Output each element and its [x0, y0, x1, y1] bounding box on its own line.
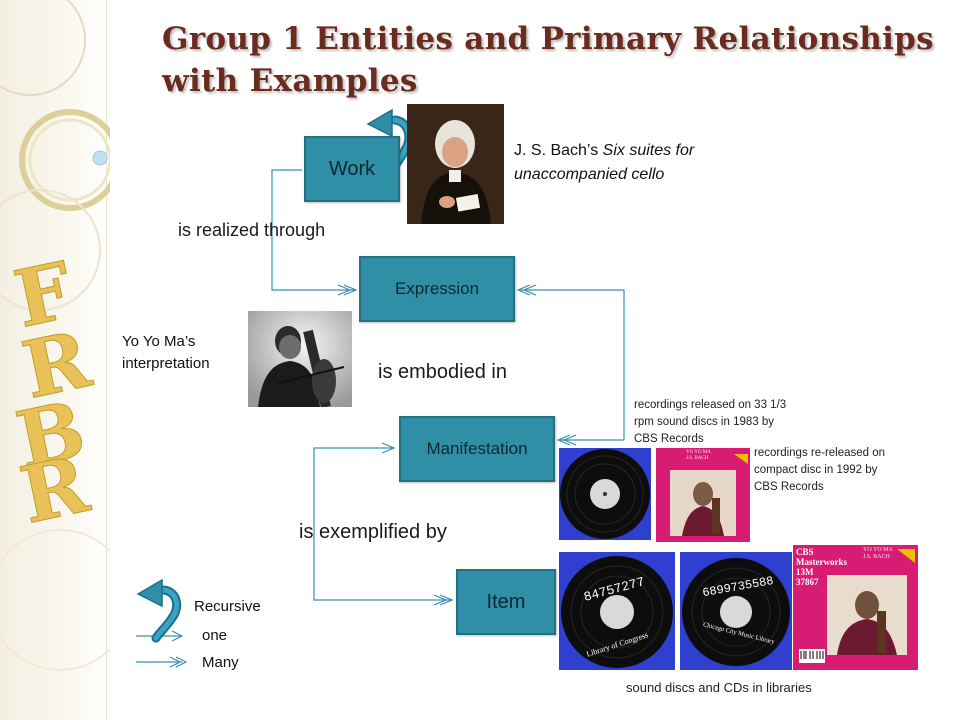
yoyoma-photo: [248, 311, 352, 407]
lp-caption-line2: rpm sound discs in 1983 by: [634, 416, 774, 428]
entity-manifestation: Manifestation: [399, 416, 555, 482]
items-caption: sound discs and CDs in libraries: [626, 680, 812, 695]
cd-label-line3: 13M: [796, 567, 814, 577]
relationship-realized-label: is realized through: [178, 220, 326, 240]
manifestation-item-line: [313, 447, 452, 601]
relationship-exemplified-label: is exemplified by: [299, 521, 447, 543]
page-title: Group 1 Entities and Primary Relationshi…: [162, 21, 934, 99]
entity-expression-label: Expression: [394, 279, 480, 298]
item-cd-small-title: YO YO MA J.S. BACH: [863, 547, 893, 561]
entity-expression: Expression: [359, 256, 515, 322]
entity-work: Work: [304, 136, 400, 202]
cd-caption-line1: recordings re-released on: [754, 447, 886, 459]
cd-label-line2: Masterworks: [796, 557, 847, 567]
cd-cover-image: YO YO MA J.S. BACH: [656, 448, 750, 542]
cd-caption-line3: CBS Records: [754, 481, 824, 493]
relationship-embodied-label: is embodied in: [378, 361, 507, 383]
sidebar-swirls: [0, 0, 110, 671]
lp-caption-line1: recordings released on 33 1/3: [634, 399, 787, 411]
item-disc-chicago: 6899735588 Chicago City Music Library: [680, 552, 792, 670]
manifestation-lp-caption: recordings released on 33 1/3 rpm sound …: [634, 397, 786, 448]
item-cd-label-text: CBS Masterworks 13M 37867: [796, 547, 847, 587]
manifestation-expression-return: [520, 289, 625, 440]
lp-record-image: [559, 448, 651, 540]
item-cd-cover: CBS Masterworks 13M 37867 YO YO MA J.S. …: [793, 545, 918, 670]
legend-one-label: one: [202, 627, 228, 644]
entity-item: Item: [456, 569, 556, 635]
cd-label-line1: CBS: [796, 547, 814, 557]
entity-work-label: Work: [328, 157, 376, 180]
expression-example-line2: interpretation: [122, 355, 210, 372]
cd-small-title: YO YO MA J.S. BACH: [686, 450, 711, 462]
cd-small-artist: YO YO MA: [686, 450, 711, 455]
entity-item-label: Item: [486, 590, 526, 613]
legend-recursive-label: Recursive: [194, 598, 261, 615]
lp-caption-line3: CBS Records: [634, 433, 704, 445]
item-cd-artist: YO YO MA: [863, 547, 893, 553]
work-example-composer: J. S. Bach’s: [514, 142, 603, 159]
entity-manifestation-label: Manifestation: [426, 439, 528, 458]
manifestation-cd-caption: recordings re-released on compact disc i…: [754, 445, 885, 496]
expression-example: Yo Yo Ma’s interpretation: [122, 331, 210, 375]
work-example: J. S. Bach’s Six suites for unaccompanie…: [514, 139, 694, 187]
work-example-title-1: Six suites for: [602, 142, 695, 159]
bach-portrait: [407, 104, 504, 224]
work-example-title-2: unaccompanied cello: [514, 166, 665, 183]
sidebar-decoration: [0, 0, 107, 720]
cd-small-composer: J.S. BACH: [686, 456, 709, 461]
work-expression-line: [271, 169, 356, 291]
legend-many-label: Many: [202, 654, 239, 671]
recursive-arrow-legend: [136, 578, 182, 643]
item-cd-composer: J.S. BACH: [863, 554, 890, 560]
expression-example-line1: Yo Yo Ma’s: [122, 333, 196, 350]
cd-caption-line2: compact disc in 1992 by: [754, 464, 878, 476]
cd-label-line4: 37867: [796, 577, 819, 587]
item-disc-loc: 84757277 Library of Congress: [559, 552, 675, 670]
